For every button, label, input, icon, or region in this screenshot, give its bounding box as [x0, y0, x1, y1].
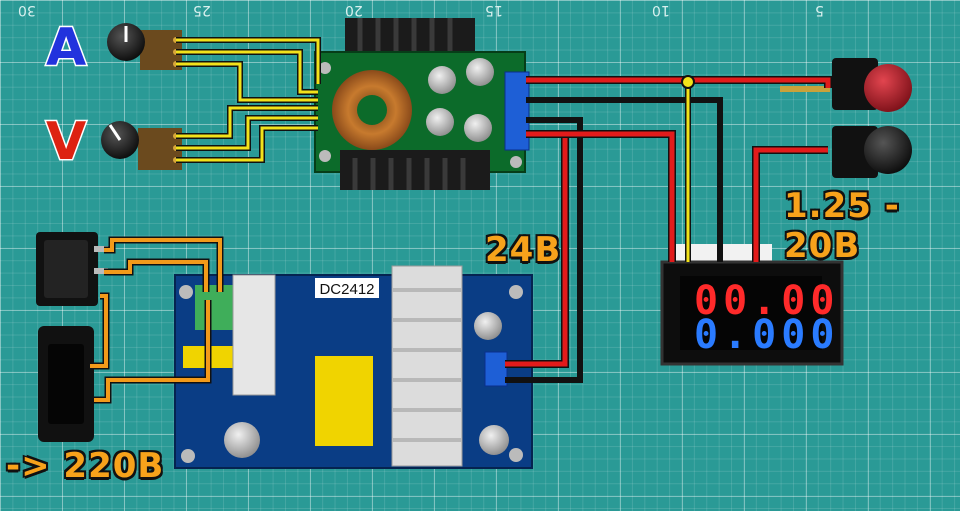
wire-outline	[526, 76, 832, 262]
knob-marker	[108, 124, 122, 141]
psu-output-capacitor	[474, 312, 502, 340]
psu-output-capacitor	[479, 425, 509, 455]
psu-transformer	[315, 356, 373, 446]
psu-model-label-bg	[315, 278, 379, 298]
black-output-wire	[526, 97, 723, 262]
mounting-screw	[319, 62, 331, 74]
psu-heatsink-left	[232, 274, 276, 396]
voltmeter-potentiometer	[101, 121, 182, 170]
wire-junction	[681, 75, 695, 89]
output-range-label: 1.25 - 20B	[784, 186, 900, 266]
buck-output-terminal	[504, 71, 530, 151]
mounting-screw	[509, 448, 523, 462]
psu-model-label: DC2412	[319, 281, 374, 298]
capacitor	[466, 58, 494, 86]
post-base	[832, 126, 878, 178]
buck-converter-module	[314, 18, 530, 190]
psu-heatsink-right	[391, 265, 463, 467]
meter-display-window	[680, 276, 822, 350]
red-binding-post	[780, 58, 912, 112]
psu-heatsink-fins	[392, 288, 462, 442]
psu-x-capacitor	[183, 346, 243, 368]
mounting-screw	[181, 449, 195, 463]
mounting-screw	[509, 285, 523, 299]
meter-voltage-reading: 00.00	[694, 278, 840, 324]
mounting-screw	[319, 150, 331, 162]
yellow-control-wires	[176, 38, 320, 162]
red-output-wire	[526, 77, 831, 88]
psu-input-terminal	[195, 285, 235, 330]
red-meter-supply-wire	[526, 131, 675, 262]
post-cap	[864, 64, 912, 112]
capacitor	[426, 108, 454, 136]
ac-dc-power-supply-board: DC2412	[174, 265, 533, 469]
dc-voltage-label: 24B	[485, 230, 562, 270]
capacitor	[428, 66, 456, 94]
psu-bulk-capacitor	[224, 422, 260, 458]
mounting-screw	[179, 285, 193, 299]
power-switch	[36, 232, 108, 306]
meter-current-reading: 0.000	[694, 312, 840, 358]
volt-amp-panel-meter	[660, 244, 844, 366]
ammeter-potentiometer	[107, 23, 182, 70]
black-dc-input-wire	[505, 117, 583, 383]
mains-input-label: -> 220B	[6, 446, 165, 486]
black-binding-post	[832, 126, 912, 178]
switch-rocker	[44, 240, 88, 298]
post-cap	[864, 126, 912, 174]
post-stud	[780, 86, 830, 92]
capacitor	[464, 114, 492, 142]
socket-opening	[48, 344, 84, 424]
psu-output-terminal	[484, 351, 508, 387]
mains-socket	[38, 326, 94, 442]
buck-heatsink-bottom	[340, 150, 490, 190]
heatsink-fins-bottom	[352, 158, 466, 190]
voltmeter-label: V	[44, 111, 88, 174]
mounting-screw	[510, 156, 522, 168]
orange-mains-wires	[90, 238, 222, 402]
toroid-inductor-core	[357, 95, 387, 125]
ammeter-label: A	[44, 17, 88, 80]
red-meter-sense-wire	[753, 147, 828, 262]
